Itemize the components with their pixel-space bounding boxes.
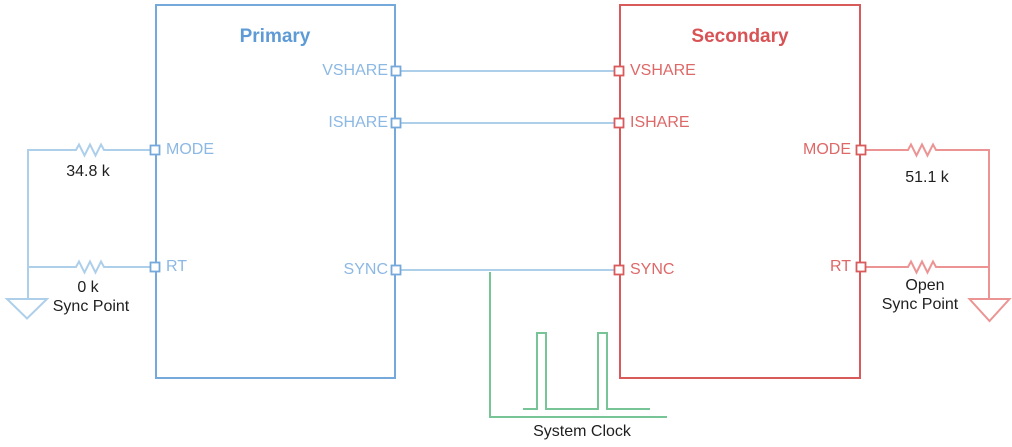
secondary-sync-label: SYNC	[630, 261, 675, 278]
secondary-ishare-label: ISHARE	[630, 114, 690, 131]
primary-rt-label: RT	[166, 258, 188, 275]
clock-waveform-icon	[523, 332, 650, 410]
primary-rt-pin	[149, 261, 161, 273]
primary-title: Primary	[239, 26, 311, 47]
system-clock-label: System Clock	[533, 423, 631, 440]
clock-tap-wire	[489, 272, 667, 418]
secondary-rt-pin	[855, 261, 867, 273]
secondary-mode-pin	[855, 144, 867, 156]
primary-sync-point-label: Sync Point	[52, 298, 130, 315]
primary-mode-pin	[149, 144, 161, 156]
secondary-mode-label: MODE	[803, 141, 851, 158]
secondary-ishare-pin	[613, 117, 625, 129]
secondary-mode-resistor-icon	[866, 142, 990, 298]
secondary-title: Secondary	[691, 26, 789, 47]
primary-sync-label: SYNC	[343, 261, 388, 278]
secondary-sync-point-label: Sync Point	[881, 296, 959, 313]
primary-sync-pin	[390, 264, 402, 276]
secondary-rt-label: RT	[829, 258, 851, 275]
secondary-vshare-label: VSHARE	[630, 62, 696, 79]
primary-mode-label: MODE	[166, 141, 214, 158]
secondary-vshare-pin	[613, 65, 625, 77]
secondary-controller-box	[619, 4, 861, 379]
primary-ishare-label: ISHARE	[328, 114, 388, 131]
secondary-rt-resistor-icon	[866, 259, 989, 275]
primary-rt-resistor-value: 0 k	[77, 279, 99, 296]
primary-mode-resistor-value: 34.8 k	[66, 163, 110, 180]
primary-ishare-pin	[390, 117, 402, 129]
primary-controller-box	[155, 4, 396, 379]
primary-mode-resistor-icon	[27, 142, 151, 298]
primary-rt-resistor-icon	[28, 259, 151, 275]
secondary-mode-resistor-value: 51.1 k	[905, 169, 949, 186]
primary-vshare-pin	[390, 65, 402, 77]
secondary-sync-point-ground-icon	[967, 298, 1012, 323]
secondary-rt-resistor-value: Open	[905, 277, 945, 294]
secondary-sync-pin	[613, 264, 625, 276]
primary-vshare-label: VSHARE	[322, 62, 388, 79]
primary-sync-point-ground-icon	[4, 298, 50, 320]
